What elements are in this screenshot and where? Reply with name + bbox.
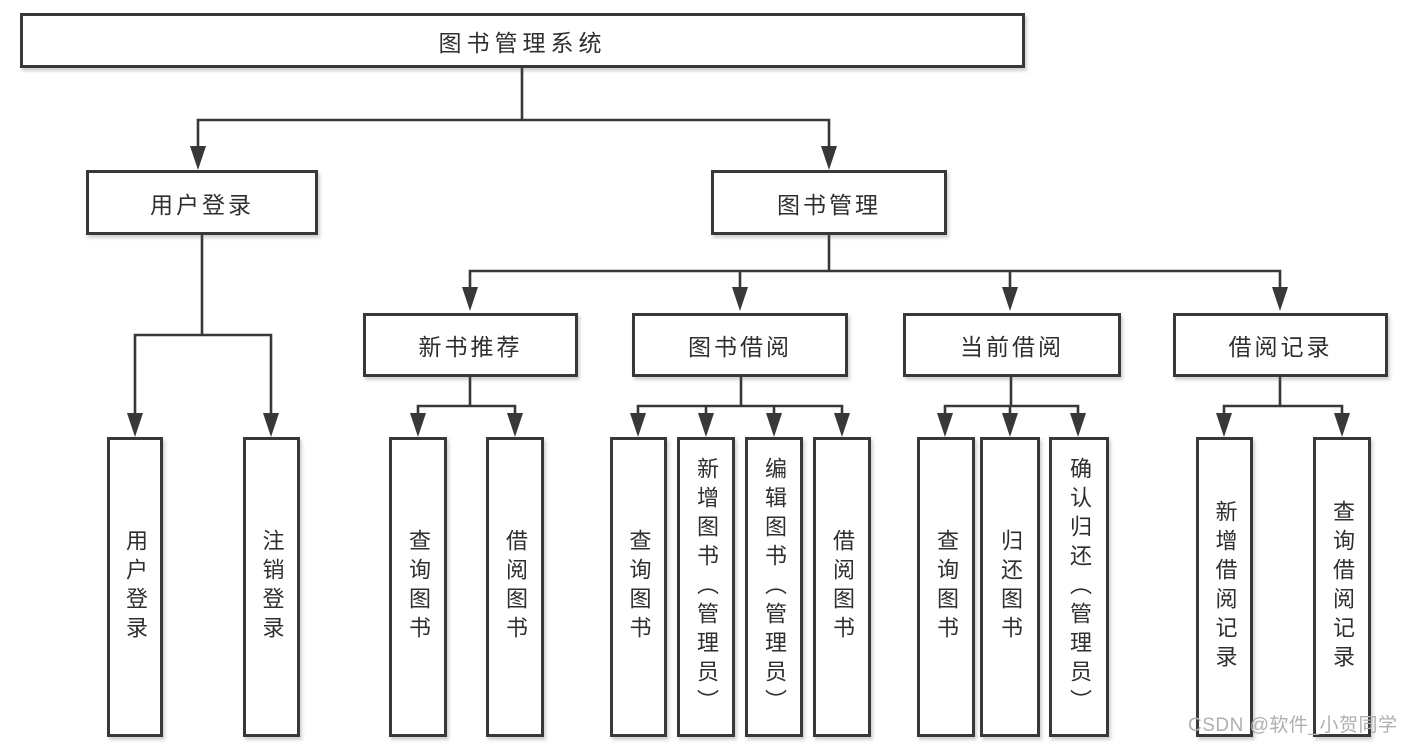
- node-label: 新增图书（管理员）: [694, 456, 719, 718]
- node-label: 借阅记录: [1228, 334, 1333, 360]
- node-label: 查询借阅记录: [1330, 500, 1355, 674]
- node-label: 借阅图书: [830, 529, 855, 645]
- node-borrow-records: 借阅记录: [1173, 313, 1388, 377]
- node-confirm-return-admin: 确认归还（管理员）: [1049, 437, 1109, 737]
- node-query-borrow-record: 查询借阅记录: [1313, 437, 1371, 737]
- node-label: 归还图书: [998, 529, 1023, 645]
- arrowhead-icons: [127, 146, 1350, 437]
- node-label: 图书管理系统: [438, 29, 607, 56]
- node-label: 图书借阅: [688, 334, 792, 360]
- node-user-login: 用户登录: [86, 170, 318, 235]
- node-label: 用户登录: [123, 529, 148, 645]
- node-label: 查询图书: [406, 529, 431, 645]
- node-user-login-action: 用户登录: [107, 437, 163, 737]
- csdn-watermark: CSDN @软件_小贺同学: [1188, 715, 1398, 736]
- node-label: 新书推荐: [418, 334, 523, 360]
- node-label: 查询图书: [626, 529, 652, 645]
- node-book-management: 图书管理: [711, 170, 947, 235]
- node-label: 用户登录: [150, 191, 254, 218]
- node-query-books-borrow: 查询图书: [610, 437, 667, 737]
- node-label: 新增借阅记录: [1212, 500, 1238, 674]
- node-label: 图书管理: [777, 191, 881, 218]
- node-query-books-recommend: 查询图书: [389, 437, 447, 737]
- node-current-borrow: 当前借阅: [903, 313, 1121, 377]
- node-add-borrow-record: 新增借阅记录: [1196, 437, 1253, 737]
- node-query-books-current: 查询图书: [917, 437, 975, 737]
- node-borrow-books-recommend: 借阅图书: [486, 437, 544, 737]
- node-return-books: 归还图书: [980, 437, 1040, 737]
- connector-segments: [133, 66, 1344, 420]
- node-label: 编辑图书（管理员）: [762, 456, 787, 718]
- node-edit-books-admin: 编辑图书（管理员）: [745, 437, 803, 737]
- node-add-books-admin: 新增图书（管理员）: [677, 437, 735, 737]
- node-borrow-books: 借阅图书: [813, 437, 871, 737]
- node-label: 当前借阅: [960, 334, 1064, 360]
- node-book-borrow: 图书借阅: [632, 313, 848, 377]
- node-label: 查询图书: [934, 529, 959, 645]
- node-new-book-recommend: 新书推荐: [363, 313, 578, 377]
- node-label: 确认归还（管理员）: [1067, 456, 1092, 718]
- node-label: 注销登录: [259, 529, 285, 645]
- node-system-root: 图书管理系统: [20, 13, 1025, 68]
- node-logout: 注销登录: [243, 437, 300, 737]
- node-label: 借阅图书: [503, 529, 528, 645]
